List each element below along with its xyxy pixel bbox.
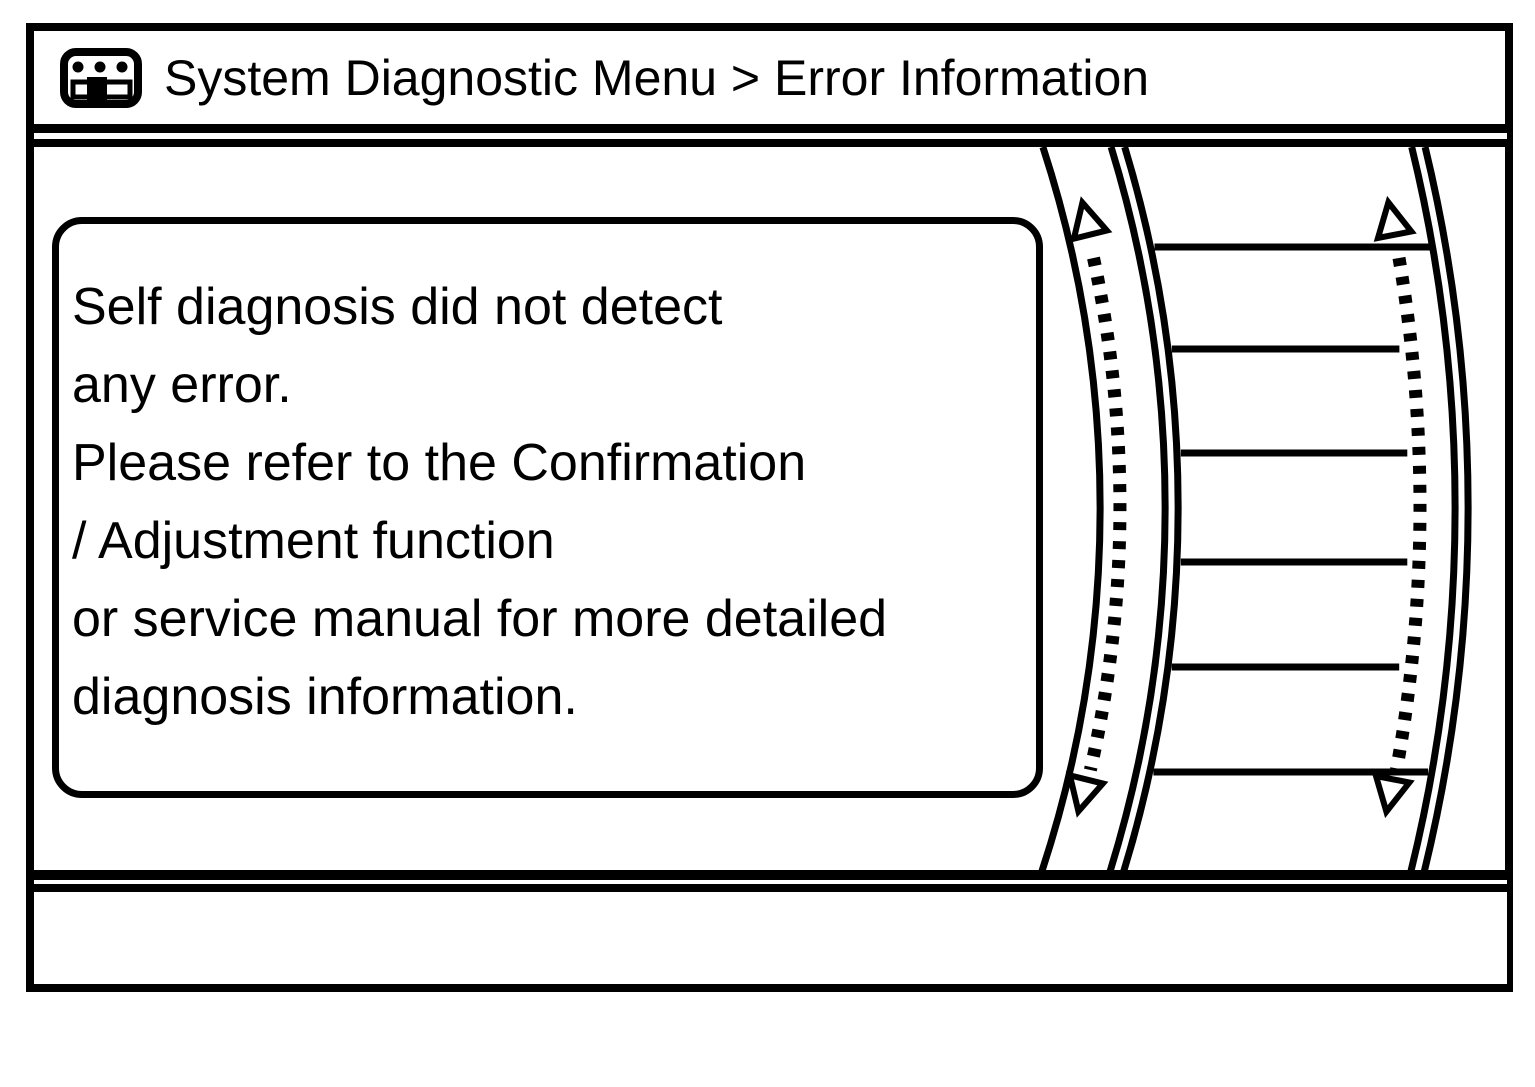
arc-rail-left-double-2 xyxy=(1120,145,1182,873)
arc-rail-left-double-1 xyxy=(1106,145,1169,873)
arc-rail-right-double-1 xyxy=(1407,146,1459,872)
header-divider xyxy=(34,124,1507,147)
arc-rail-inner xyxy=(1038,145,1104,873)
page-title: System Diagnostic Menu > Error Informati… xyxy=(164,49,1150,106)
list-row-separators xyxy=(1153,243,1430,776)
message-line: / Adjustment function xyxy=(72,512,555,570)
message-line: Please refer to the Confirmation xyxy=(72,434,807,492)
screen-frame xyxy=(26,23,1513,992)
header-bar: System Diagnostic Menu > Error Informati… xyxy=(34,31,1507,124)
scroll-up-arrow[interactable] xyxy=(1066,196,1113,243)
message-line: diagnosis information. xyxy=(72,668,578,726)
footer-bar xyxy=(34,892,1507,984)
message-line: Self diagnosis did not detect xyxy=(72,278,723,336)
scroll-up-arrow[interactable] xyxy=(1372,195,1417,242)
control-panel-icon xyxy=(60,47,142,108)
message-box: Self diagnosis did not detect any error.… xyxy=(52,217,1043,798)
footer-divider xyxy=(34,870,1507,892)
scroll-down-arrow[interactable] xyxy=(1062,771,1109,818)
message-line: or service manual for more detailed xyxy=(72,590,888,648)
scroll-down-arrow[interactable] xyxy=(1370,772,1415,819)
arc-rail-right-double-2 xyxy=(1420,146,1472,872)
message-line: any error. xyxy=(72,356,292,414)
